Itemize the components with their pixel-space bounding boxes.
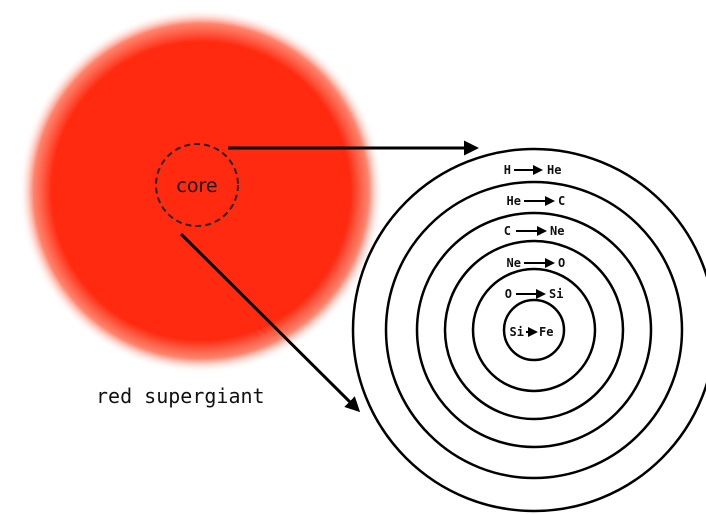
- shell-to: Fe: [539, 325, 553, 339]
- arrow-to-shells-bottom: [179, 232, 361, 413]
- shell-from: He: [507, 194, 521, 208]
- shell-label-ne-o: Ne O: [507, 256, 566, 270]
- shell-label-he-c: He C: [507, 194, 566, 208]
- shell-label-si-fe: Si Fe: [510, 325, 554, 339]
- shell-from: H: [504, 163, 511, 177]
- red-supergiant-star: [19, 9, 383, 373]
- core-label: core: [176, 175, 217, 197]
- shell-label-h-he: H He: [504, 163, 562, 177]
- shell-ring-o-si: [471, 267, 597, 393]
- shell-from: C: [504, 224, 511, 238]
- shell-to: C: [558, 194, 565, 208]
- star-label: red supergiant: [96, 384, 265, 408]
- core-outline: [155, 143, 239, 227]
- shell-ring-c-ne: [415, 211, 653, 449]
- shell-ring-h-he: [351, 147, 706, 513]
- shell-from: Ne: [507, 256, 521, 270]
- onion-shells: [351, 147, 706, 513]
- shell-ring-si-fe: [502, 298, 566, 362]
- shell-from: Si: [510, 325, 524, 339]
- shell-to: Si: [549, 287, 563, 301]
- shell-label-o-si: O Si: [505, 287, 564, 301]
- shell-to: He: [547, 163, 561, 177]
- shell-ring-he-c: [384, 180, 684, 480]
- shell-to: O: [558, 256, 565, 270]
- shell-from: O: [505, 287, 512, 301]
- shell-label-c-ne: C Ne: [504, 224, 565, 238]
- shell-ring-ne-o: [443, 239, 625, 421]
- shell-to: Ne: [550, 224, 564, 238]
